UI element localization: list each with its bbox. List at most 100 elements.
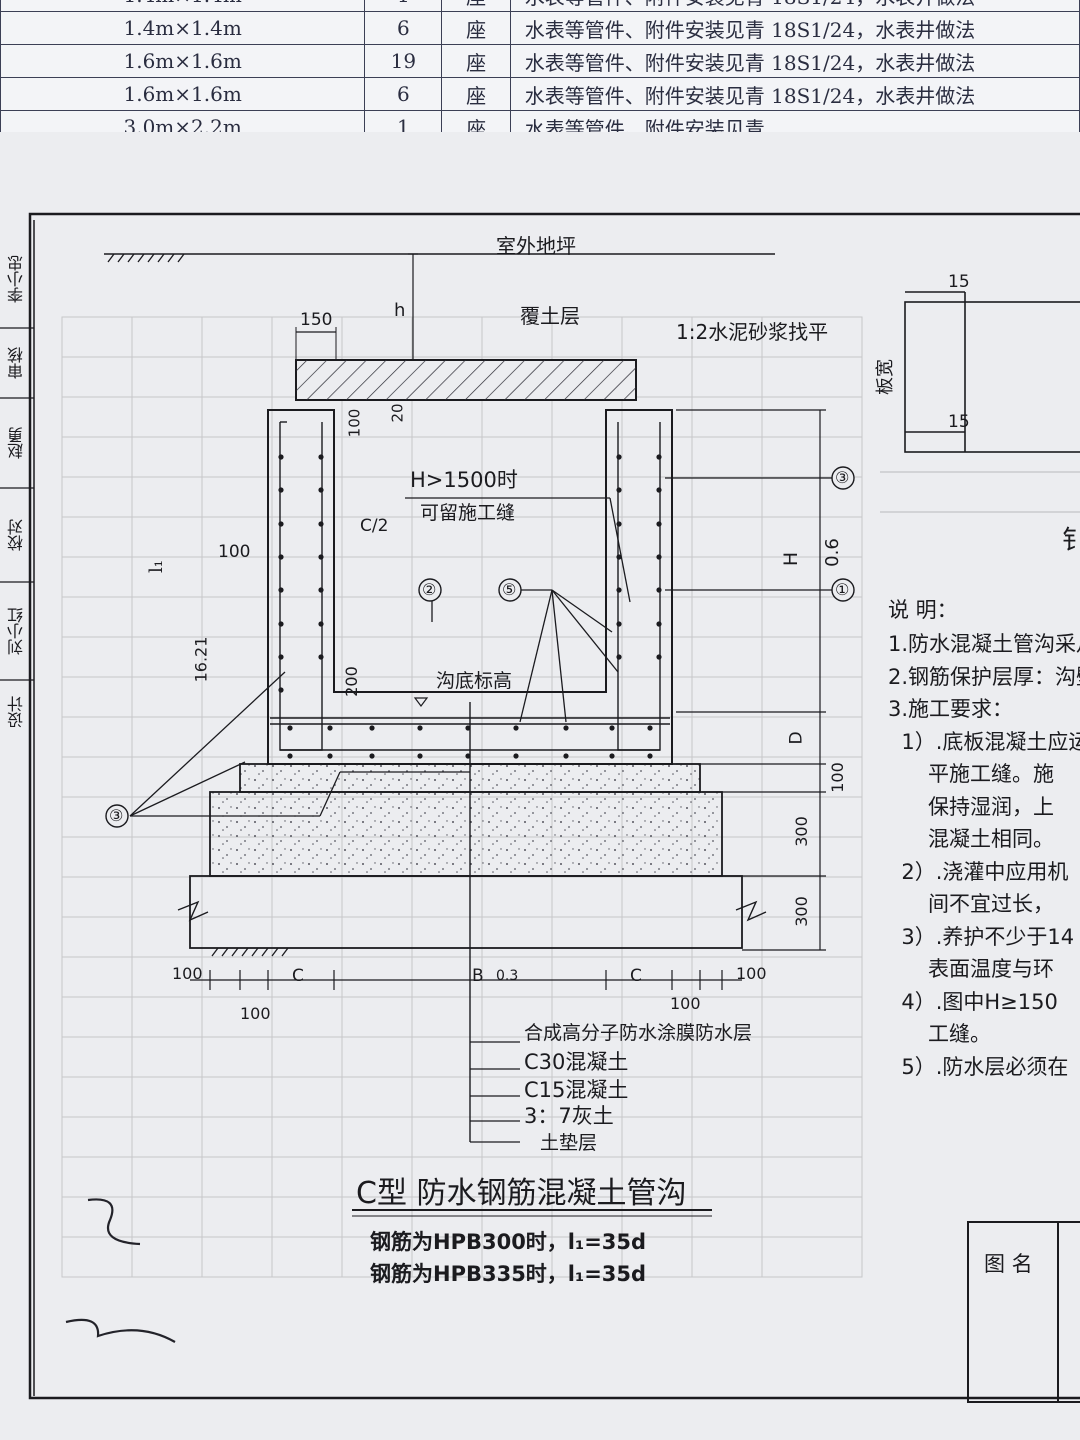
dim-bottom-right-a: 100 bbox=[670, 994, 701, 1013]
cover-slab-hatch bbox=[296, 360, 636, 400]
title-strip-design: 设计 bbox=[7, 696, 26, 728]
note-line: 3.施工要求： bbox=[888, 697, 1014, 721]
dim-bottom-left-c: C bbox=[292, 966, 304, 986]
dim-lime-soil: 300 bbox=[791, 816, 811, 847]
note-line: 保持湿润，上 bbox=[888, 794, 1055, 819]
ground-label: 室外地坪 bbox=[496, 234, 576, 258]
title-strip-proofread: 校对 bbox=[7, 519, 26, 551]
drawing-caption: C型 防水钢筋混凝土管沟 bbox=[356, 1176, 687, 1211]
cell-unit: 座 bbox=[441, 11, 511, 45]
callout-2: ② bbox=[422, 580, 437, 599]
note-line: 3）.养护不少于14 bbox=[888, 924, 1075, 949]
dim-cover-gap: 20 bbox=[388, 403, 407, 423]
cell-note: 水表等管件、附件安装见青 18S1/24，水表井做法 bbox=[509, 11, 1080, 45]
dim-bottom-left-b: 100 bbox=[240, 1004, 271, 1023]
cover-depth-label: h bbox=[394, 300, 406, 321]
dim-center-b: B bbox=[472, 966, 484, 986]
cell-size: 3.0m×2.2m bbox=[0, 110, 366, 132]
detail-label: 板宽 bbox=[875, 359, 896, 395]
callout-3-left: ③ bbox=[109, 806, 124, 825]
trench-bottom-label: 沟底标高 bbox=[436, 670, 513, 692]
schedule-table-sheet: 1.4m×1.4m1座水表等管件、附件安装见青 18S1/24，水表井做法1.4… bbox=[0, 0, 1080, 133]
cell-qty: 6 bbox=[364, 77, 443, 111]
cell-note: 水表等管件、附件安装见青 bbox=[509, 110, 1080, 132]
cell-note: 水表等管件、附件安装见青 18S1/24，水表井做法 bbox=[509, 44, 1080, 78]
title-block bbox=[967, 1221, 1080, 1403]
signature-design: 刘小红 bbox=[7, 607, 26, 655]
detail-dim-top: 15 bbox=[948, 272, 970, 292]
dim-bottom-right-b: 100 bbox=[736, 964, 767, 983]
mortar-label: 1:2水泥砂浆找平 bbox=[676, 320, 829, 344]
layer-c15: C15混凝土 bbox=[524, 1078, 629, 1102]
dim-bottom-right-c: C bbox=[630, 966, 642, 986]
cell-unit: 座 bbox=[441, 110, 511, 132]
note-line: 表面温度与环 bbox=[888, 957, 1055, 981]
dim-soil-bed: 300 bbox=[791, 896, 811, 927]
dim-cover-slot: 100 bbox=[345, 408, 364, 438]
note-line: 平施工缝。施 bbox=[888, 762, 1055, 786]
note-line: 2.钢筋保护层厚：沟壁 bbox=[888, 664, 1080, 689]
ground-hatch bbox=[107, 253, 185, 263]
title-strip-lines bbox=[0, 327, 34, 681]
dim-bottom-left-a: 100 bbox=[172, 964, 203, 983]
cell-qty: 1 bbox=[364, 0, 443, 12]
cover-soil-label: 覆土层 bbox=[520, 304, 580, 328]
dim-lap-offset: 100 bbox=[218, 542, 251, 562]
dim-center-b-note: 0.3 bbox=[496, 968, 519, 984]
note-line: 混凝土相同。 bbox=[888, 827, 1055, 851]
lime-soil-layer bbox=[209, 791, 723, 877]
cell-qty: 6 bbox=[364, 11, 443, 45]
layer-c30: C30混凝土 bbox=[524, 1050, 629, 1074]
cell-size: 1.4m×1.4m bbox=[0, 0, 366, 12]
callout-circles bbox=[105, 466, 855, 828]
note-line: 2）.浇灌中应用机 bbox=[888, 859, 1069, 884]
signature-check: 赵勇 bbox=[7, 427, 26, 459]
note-line: 5）.防水层必须在 bbox=[888, 1054, 1069, 1079]
callout-5: ⑤ bbox=[502, 580, 517, 599]
right-dimension-lines bbox=[676, 409, 826, 951]
table-row: 1.4m×1.4m1座水表等管件、附件安装见青 18S1/24，水表井做法 bbox=[0, 0, 1080, 12]
note-line: 间不宜过长， bbox=[888, 892, 1055, 916]
bottom-dimension-lines bbox=[190, 970, 742, 990]
note-line: 工缝。 bbox=[888, 1022, 992, 1046]
note-line: 1.防水混凝土管沟采月 bbox=[888, 632, 1080, 656]
cell-note: 水表等管件、附件安装见青 18S1/24，水表井做法 bbox=[509, 0, 1080, 12]
callout-3-right: ③ bbox=[835, 468, 850, 487]
cell-unit: 座 bbox=[441, 0, 511, 12]
callout-1: ① bbox=[835, 580, 850, 599]
notes-heading: 说 明： bbox=[888, 598, 958, 622]
dim-cover-overhang: 150 bbox=[300, 310, 333, 330]
pencil-scribble bbox=[65, 1198, 176, 1343]
trench-section-drawing bbox=[0, 212, 1080, 1403]
rebar-dots bbox=[278, 454, 662, 759]
dim-wall-lap: 16.21 bbox=[191, 636, 211, 683]
dim-cushion: 100 bbox=[827, 762, 847, 793]
detail-dim-mid: 15 bbox=[948, 412, 970, 432]
callout-leaders bbox=[129, 477, 832, 817]
dim-slab: D bbox=[786, 731, 807, 745]
drawing-name-label: 图 名 bbox=[984, 1252, 1033, 1276]
detail-partial-char: 钅 bbox=[1062, 526, 1080, 556]
schedule-table: 1.4m×1.4m1座水表等管件、附件安装见青 18S1/24，水表井做法1.4… bbox=[0, 0, 1080, 132]
layer-leaders bbox=[470, 1041, 520, 1143]
rebar-note-1: 钢筋为HPB300时，l₁=35d bbox=[370, 1230, 647, 1254]
layer-soil-bed: 土垫层 bbox=[540, 1132, 598, 1154]
note-line: 1）.底板混凝土应运 bbox=[888, 729, 1080, 754]
soil-bed-layer bbox=[189, 875, 743, 949]
cell-qty: 1 bbox=[364, 110, 443, 132]
cell-size: 1.6m×1.6m bbox=[0, 44, 366, 78]
dim-height: H bbox=[780, 551, 803, 567]
joint-label-2: 可留施工缝 bbox=[420, 502, 516, 524]
cell-size: 1.6m×1.6m bbox=[0, 77, 366, 111]
drawing-sheet: 李小忠 审核 赵勇 校对 刘小红 设计 室外地坪 覆土层 h 1:2水泥砂浆找平… bbox=[0, 132, 1080, 1440]
joint-label-1: H>1500时 bbox=[410, 468, 518, 492]
rebar-note-2: 钢筋为HPB335时，l₁=35d bbox=[370, 1262, 647, 1286]
slab-detail bbox=[904, 291, 1080, 453]
dim-haunch: 200 bbox=[341, 666, 361, 697]
sheet-border bbox=[28, 212, 1080, 1400]
note-line: 4）.图中H≥150 bbox=[888, 989, 1058, 1014]
layer-lime-soil: 3：7灰土 bbox=[524, 1104, 614, 1128]
